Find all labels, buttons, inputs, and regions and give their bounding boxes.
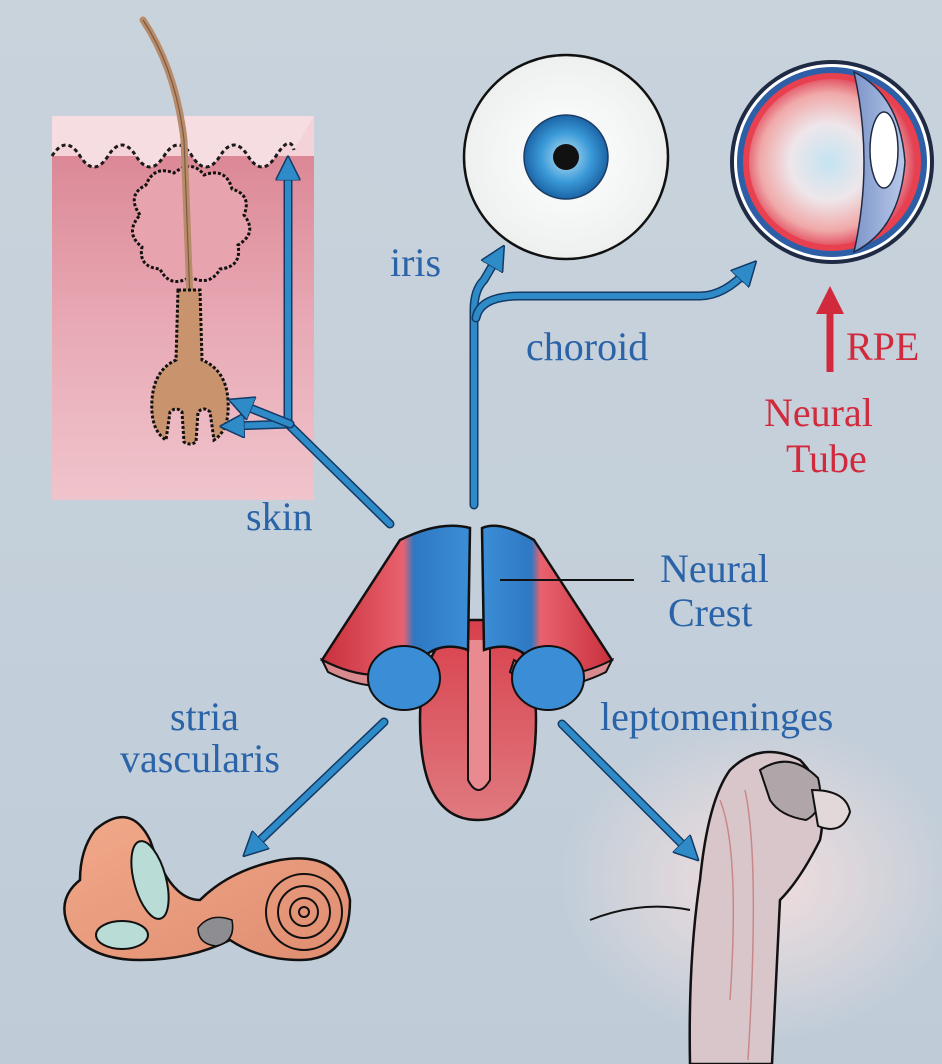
label-skin: skin [246, 494, 313, 539]
label-vascularis: vascularis [120, 736, 280, 781]
eye-front-view-illustration [464, 55, 668, 259]
label-iris: iris [390, 240, 441, 285]
label-neural-crest-line2: Crest [668, 590, 752, 635]
label-neural-tube-line2: Tube [786, 436, 867, 481]
label-leptomeninges: leptomeninges [600, 694, 833, 739]
eye-cross-section-illustration [730, 60, 934, 264]
label-choroid: choroid [526, 324, 648, 369]
label-neural-crest-line1: Neural [660, 546, 769, 591]
label-stria: stria [170, 694, 239, 739]
label-neural-tube-line1: Neural [764, 390, 873, 435]
label-rpe: RPE [846, 324, 919, 369]
